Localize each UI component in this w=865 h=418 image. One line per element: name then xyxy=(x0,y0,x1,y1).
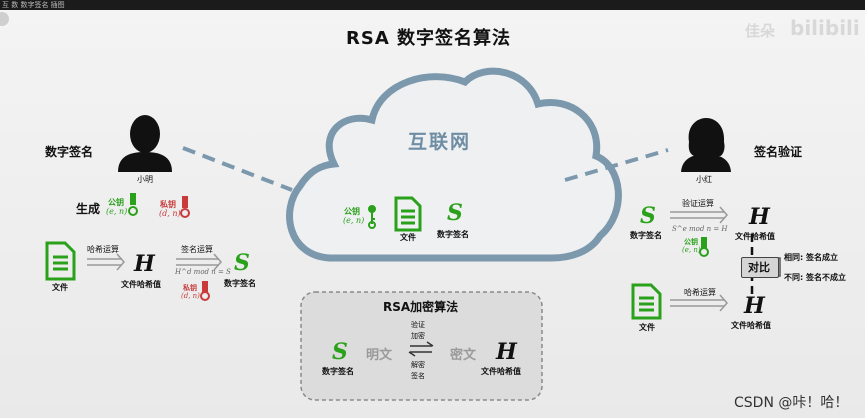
compare-same-label: 相同: 签名成立 xyxy=(784,253,838,262)
arrow-hash-left xyxy=(87,253,125,271)
right-hash-symbol: H xyxy=(749,204,770,230)
left-sign-key-label: 私钥 xyxy=(183,284,197,292)
algo-hash-symbol: H xyxy=(496,339,517,365)
left-hash-symbol: H xyxy=(134,251,155,277)
left-pubkey-label: 公钥 xyxy=(108,198,124,207)
left-generate-label: 生成 xyxy=(76,202,101,216)
compare-diff-label: 不同: 签名不成立 xyxy=(784,273,846,282)
person-xiaohong-icon xyxy=(681,117,731,172)
algo-sig-symbol: S xyxy=(332,339,348,365)
compare-bracket xyxy=(778,257,781,277)
algo-ciphertext: 密文 xyxy=(450,348,477,363)
left-sig-label: 数字签名 xyxy=(224,279,256,288)
left-hash-label: 文件哈希值 xyxy=(121,280,161,289)
arrow-hash-right xyxy=(670,294,728,312)
right-person-label: 小红 xyxy=(696,175,712,184)
compare-box xyxy=(741,257,779,278)
left-section-label: 数字签名 xyxy=(45,145,94,159)
left-person-label: 小明 xyxy=(137,175,153,184)
left-sign-key-math: (d, n) xyxy=(181,292,200,300)
cloud-label: 互联网 xyxy=(408,131,472,153)
left-privkey-math: (d, n) xyxy=(159,209,181,218)
cloud-pubkey-label: 公钥 xyxy=(344,207,360,216)
key-green-icon-cloud xyxy=(368,205,376,229)
algo-hash-label: 文件哈希值 xyxy=(481,367,521,376)
compare-label: 对比 xyxy=(748,261,770,274)
arrow-algo-back xyxy=(408,351,432,357)
cloud-file-label: 文件 xyxy=(400,233,416,242)
file-icon-left xyxy=(45,241,76,281)
left-privkey-label: 私钥 xyxy=(160,200,176,209)
cloud-pubkey-math: (e, n) xyxy=(343,216,365,225)
right-file-label: 文件 xyxy=(639,323,655,332)
right-sig-symbol: S xyxy=(640,203,656,229)
right-verify-formula: S^e mod n = H xyxy=(672,225,728,233)
cloud-sig-symbol: S xyxy=(447,200,463,226)
right-hash-op-label: 哈希运算 xyxy=(684,288,716,297)
key-red-icon-left xyxy=(180,196,190,218)
algo-sig-label: 数字签名 xyxy=(322,367,354,376)
arrow-algo-forward xyxy=(410,341,434,347)
page-title: RSA 数字签名算法 xyxy=(346,28,512,49)
algo-plaintext: 明文 xyxy=(366,348,393,363)
right-hash2-label: 文件哈希值 xyxy=(731,321,771,330)
dash-right xyxy=(564,148,669,182)
top-bar-text: 互 数 数字签名 插图 xyxy=(2,1,65,9)
file-icon-cloud xyxy=(394,196,422,232)
left-pubkey-math: (e, n) xyxy=(106,207,128,216)
key-green-icon-left xyxy=(128,193,138,216)
left-hash-op-label: 哈希运算 xyxy=(87,245,119,254)
right-hash2-symbol: H xyxy=(744,293,765,319)
right-verify-op-label: 验证运算 xyxy=(682,199,714,208)
watermark-right: bilibili xyxy=(790,16,860,40)
corner-circle xyxy=(0,12,9,26)
watermark-left: 佳朵 xyxy=(745,22,776,40)
person-xiaoming-icon xyxy=(118,115,172,172)
arrow-verify-right xyxy=(670,206,728,224)
algo-title: RSA加密算法 xyxy=(383,300,459,314)
algo-verify-label: 验证 xyxy=(411,321,425,329)
left-sig-symbol: S xyxy=(234,250,250,276)
right-hash-label: 文件哈希值 xyxy=(735,232,775,241)
file-icon-right xyxy=(631,283,662,320)
algo-decrypt-label: 解密 xyxy=(411,361,425,369)
key-red-icon-sign xyxy=(200,281,210,301)
left-sign-op-label: 签名运算 xyxy=(181,245,213,254)
algo-sign-label: 签名 xyxy=(411,372,425,380)
dash-left xyxy=(182,146,293,192)
arrow-sign-left xyxy=(176,253,222,271)
right-section-label: 签名验证 xyxy=(754,145,803,159)
right-verify-key-math: (e, n) xyxy=(682,246,701,254)
top-bar xyxy=(0,0,865,10)
csdn-footer: CSDN @咔！哈！ xyxy=(734,395,849,411)
cloud-sig-label: 数字签名 xyxy=(437,230,469,239)
right-verify-key-label: 公钥 xyxy=(684,238,698,246)
algo-encrypt-label: 加密 xyxy=(411,332,425,340)
key-green-icon-verify xyxy=(699,237,709,257)
right-sig-label: 数字签名 xyxy=(630,231,662,240)
left-file-label: 文件 xyxy=(52,283,68,292)
left-sign-formula: H^d mod n = S xyxy=(175,268,231,276)
